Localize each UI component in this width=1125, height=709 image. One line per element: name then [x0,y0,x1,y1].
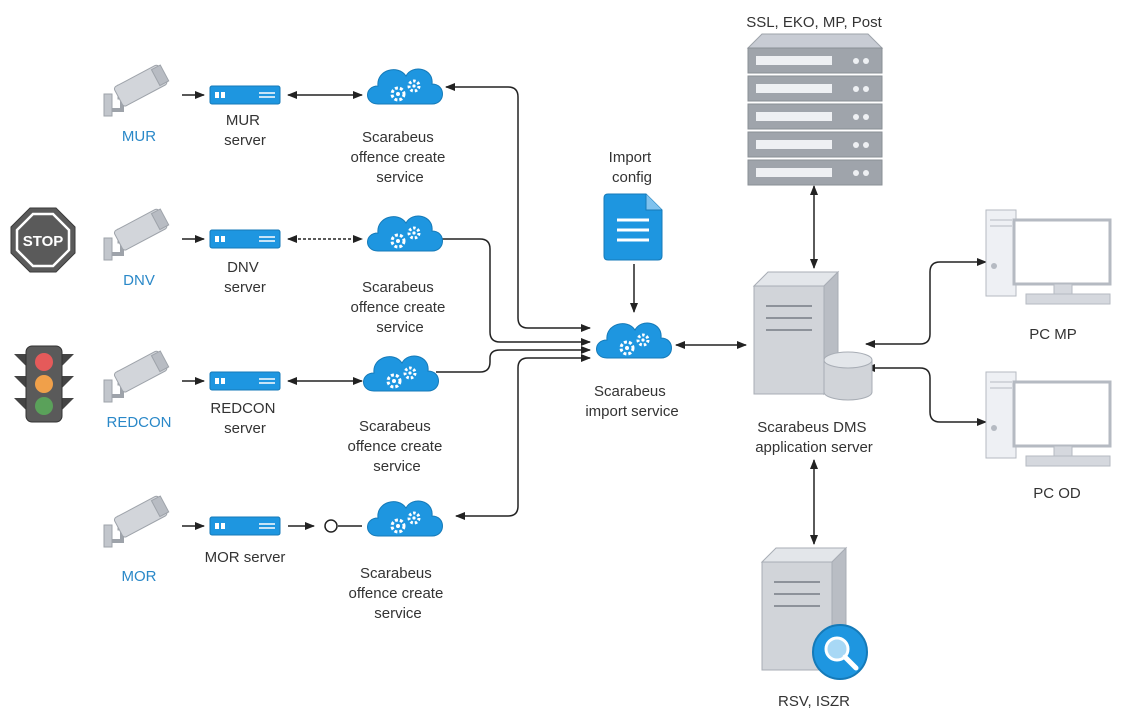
mur-offence-service-label: Scarabeus offence create service [351,129,450,186]
dms-server-label: Scarabeus DMS application server [755,419,873,456]
camera-icon-redcon [102,347,172,404]
traffic-light-icon [14,345,74,423]
edge-dnv-service-import [442,238,591,346]
rsv-label: RSV, ISZR [778,693,850,709]
redcon-server-icon [209,371,281,391]
mur-offence-service-icon [366,67,444,106]
camera-label-mur: MUR [122,128,156,145]
dnv-offence-service-icon [366,214,444,253]
connectors [182,83,987,545]
mor-offence-service-label: Scarabeus offence create service [349,565,448,622]
mor-junction-circle [324,519,338,533]
dnv-server-icon [209,229,281,249]
redcon-offence-service-label: Scarabeus offence create service [348,418,447,475]
stop-sign-icon: STOP [10,207,76,273]
stop-sign-text: STOP [23,233,64,250]
dnv-server-label: DNV server [224,259,266,296]
edge-dms-pcmp [865,258,987,348]
camera-icon-mur [102,61,172,118]
database-cylinder-icon [823,351,873,401]
database-server-icon [746,33,884,186]
redcon-server-label: REDCON server [210,400,279,437]
mor-server-icon [209,516,281,536]
db-server-label: SSL, EKO, MP, Post [746,14,882,31]
redcon-offence-service-icon [362,354,440,393]
camera-label-redcon: REDCON [106,414,171,431]
edge-redcon-service-import [436,346,591,373]
camera-icon-mor [102,492,172,549]
edge-mor-service-import [455,354,591,520]
import-service-icon [595,321,673,360]
camera-icon-dnv [102,205,172,262]
pc-od-icon [984,370,1112,468]
mor-server-label: MOR server [205,549,286,566]
dnv-offence-service-label: Scarabeus offence create service [351,279,450,336]
mur-server-label: MUR server [224,112,266,149]
search-icon [812,624,868,680]
document-icon [603,193,663,261]
camera-label-mor: MOR [122,568,157,585]
pc-od-label: PC OD [1033,485,1081,502]
camera-label-dnv: DNV [123,272,155,289]
import-service-label: Scarabeus import service [585,383,678,420]
mor-offence-service-icon [366,499,444,538]
pc-mp-icon [984,208,1112,306]
edge-dms-pcod [865,364,987,426]
mur-server-icon [209,85,281,105]
edge-mur-service-import [445,83,591,332]
pc-mp-label: PC MP [1029,326,1077,343]
import-config-label: Import config [609,149,656,186]
